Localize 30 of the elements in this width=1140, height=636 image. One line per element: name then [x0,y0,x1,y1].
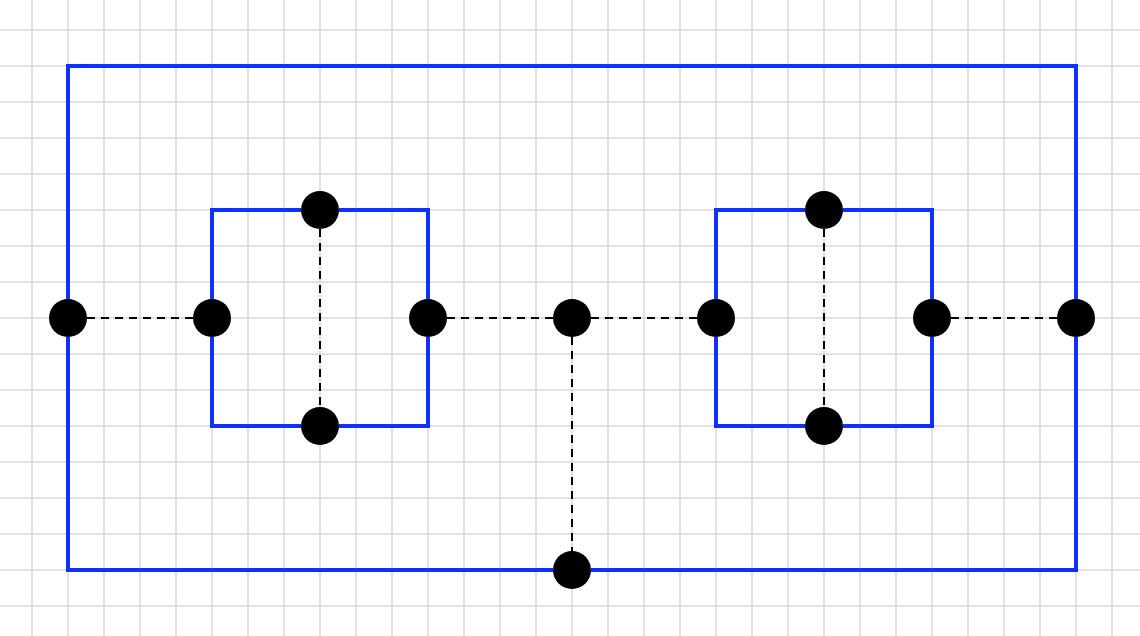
dashed-edge [446,317,554,319]
graph-edge [843,208,934,299]
graph-edge [714,208,805,299]
graph-edge [843,337,934,428]
vertex-dot [697,299,735,337]
vertex-dot [301,407,339,445]
graph-edge [210,208,301,299]
vertex-dot [805,191,843,229]
graph-edge [591,337,1078,572]
graph-edge [66,64,1078,299]
dashed-edge [86,317,194,319]
vertex-dot [553,299,591,337]
dashed-edge [950,317,1058,319]
vertex-dot [805,407,843,445]
vertex-dot [301,191,339,229]
vertex-dot [553,551,591,589]
vertex-dot [49,299,87,337]
graph-edge [714,337,805,428]
vertex-dot [193,299,231,337]
graph-edge [210,337,301,428]
dashed-edge [571,336,573,552]
dashed-edge [319,228,321,408]
graph-edge [339,208,430,299]
graph-edge [339,337,430,428]
vertex-dot [1057,299,1095,337]
vertex-dot [913,299,951,337]
vertex-dot [409,299,447,337]
dashed-edge [590,317,698,319]
dashed-edge [823,228,825,408]
graph-edge [66,337,553,572]
